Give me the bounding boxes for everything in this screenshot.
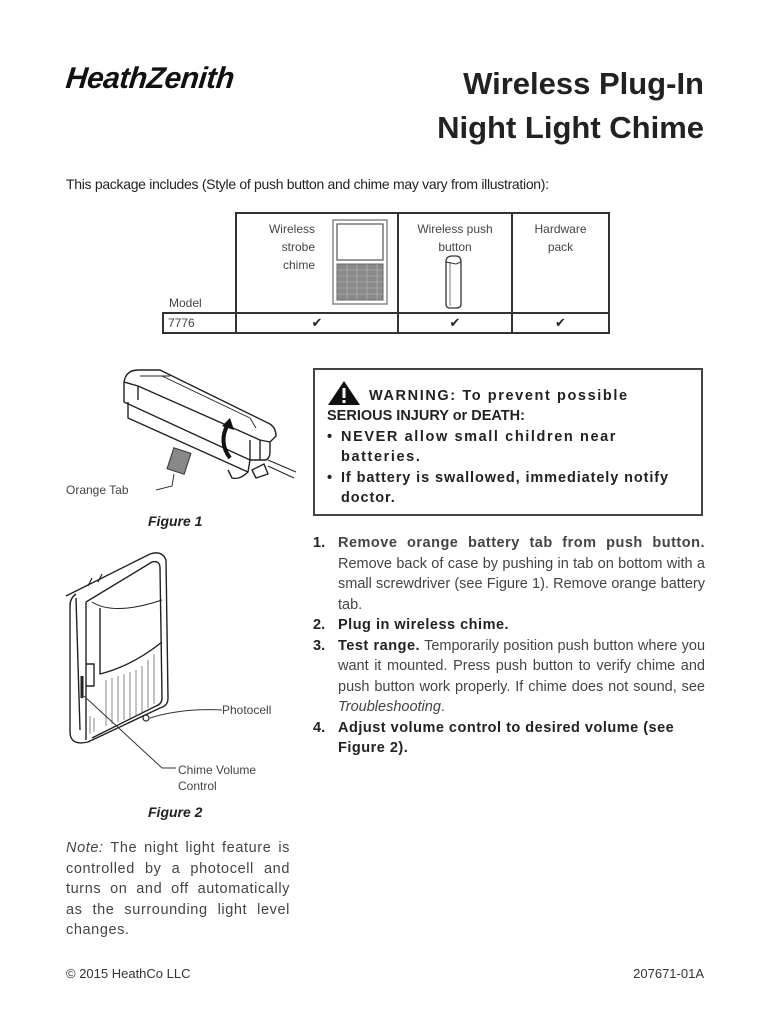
header-label-line: button	[438, 240, 472, 254]
copyright: © 2015 HeathCo LLC	[66, 966, 191, 981]
warning-bullet: •If battery is swallowed, immediately no…	[327, 468, 691, 509]
model-header-cell: Model	[163, 213, 236, 313]
step-number: 2.	[313, 617, 326, 633]
header-label-line: Wireless	[268, 222, 315, 236]
model-label: Model	[169, 296, 202, 310]
figure-2-callout-photocell: Photocell	[222, 703, 272, 717]
header-label-push-button: Wireless push button	[399, 214, 511, 256]
table-header-row: Model Wireless strobe chime Wireless pus…	[163, 212, 610, 314]
figure-1-caption: Figure 1	[148, 513, 203, 529]
figure-2-illustration	[65, 552, 223, 769]
callout-volume-line: Control	[178, 779, 217, 793]
note-paragraph: Note: The night light feature is control…	[66, 838, 290, 941]
warning-triangle-icon	[328, 381, 360, 405]
check-mark-push-button: ✔	[397, 312, 513, 334]
step-item: 4. Adjust volume control to desired volu…	[313, 718, 705, 759]
step-body-end: .	[440, 699, 445, 715]
warning-heading: WARNING: To prevent possible	[369, 387, 629, 404]
warning-bullet: •NEVER allow small children near batteri…	[327, 427, 691, 468]
package-intro: This package includes (Style of push but…	[66, 176, 549, 192]
header-label-line: pack	[547, 240, 574, 254]
header-label-chime: Wireless strobe chime	[245, 220, 315, 274]
step-body: Remove back of case by pushing in tab on…	[338, 555, 705, 613]
step-body: Temporarily position push button where y…	[338, 637, 706, 695]
step-title: Remove orange battery tab from push butt…	[338, 535, 705, 551]
step-item: 1. Remove orange battery tab from push b…	[313, 533, 705, 615]
figure-2-callout-volume: Chime Volume Control	[178, 762, 256, 794]
warning-bullet-text: NEVER allow small children near batterie…	[341, 428, 618, 466]
header-label-hardware: Hardware pack	[513, 214, 608, 256]
header-label-line: chime	[282, 258, 315, 272]
check-mark-hardware: ✔	[511, 312, 610, 334]
push-button-illustration	[445, 255, 462, 309]
warning-bullet-text: If battery is swallowed, immediately not…	[341, 469, 669, 507]
header-label-line: Hardware	[534, 222, 587, 236]
header-label-line: strobe	[281, 240, 315, 254]
step-title: Test range.	[338, 637, 421, 654]
document-number: 207671-01A	[633, 966, 704, 981]
table-row: 7776 ✔ ✔ ✔	[162, 312, 610, 334]
note-label: Note:	[66, 840, 104, 856]
step-title: Adjust volume control to desired volume …	[338, 719, 675, 757]
step-number: 1.	[313, 535, 326, 551]
header-cell-push-button: Wireless push button	[397, 212, 513, 314]
step-title: Plug in wireless chime.	[338, 617, 510, 633]
warning-heading-line-2: SERIOUS INJURY or DEATH:	[327, 408, 525, 424]
step-item: 3. Test range. Temporarily position push…	[313, 636, 705, 718]
header-cell-hardware: Hardware pack	[511, 212, 610, 314]
page-title: Wireless Plug-In Night Light Chime	[437, 62, 704, 150]
instruction-steps: 1. Remove orange battery tab from push b…	[313, 533, 705, 759]
step-number: 3.	[313, 637, 326, 654]
model-number: 7776	[162, 312, 237, 334]
brand-logo: HeathZenith	[64, 62, 236, 95]
figure-1-illustration	[123, 369, 297, 491]
step-item: 2. Plug in wireless chime.	[313, 615, 705, 636]
step-number: 4.	[313, 719, 326, 736]
figure-1-callout-orange-tab: Orange Tab	[66, 483, 129, 497]
title-line-1: Wireless Plug-In	[463, 66, 704, 101]
chime-illustration	[332, 219, 388, 305]
troubleshooting-reference: Troubleshooting	[338, 699, 441, 715]
note-text: The night light feature is controlled by…	[66, 840, 290, 938]
title-line-2: Night Light Chime	[437, 110, 704, 145]
header-cell-chime: Wireless strobe chime	[235, 212, 399, 314]
callout-volume-line: Chime Volume	[178, 763, 257, 777]
warning-box: WARNING: To prevent possible SERIOUS INJ…	[313, 368, 703, 516]
figure-2-caption: Figure 2	[148, 804, 203, 820]
package-contents-table: Model Wireless strobe chime Wireless pus…	[162, 212, 610, 334]
check-mark-chime: ✔	[235, 312, 399, 334]
header-label-line: Wireless push	[417, 222, 493, 236]
